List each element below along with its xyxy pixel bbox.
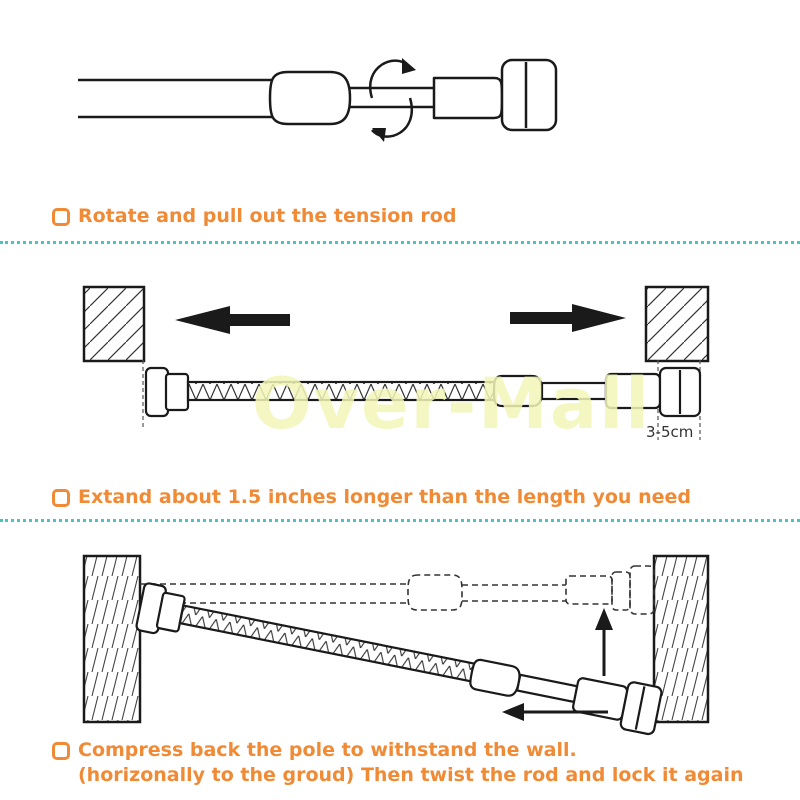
left-sleeve bbox=[164, 372, 190, 412]
inner-rod bbox=[350, 86, 434, 109]
step1-panel: Rotate and pull out the tension rod bbox=[0, 0, 800, 240]
right-wall bbox=[644, 285, 710, 363]
right-wall bbox=[652, 554, 710, 724]
left-wall bbox=[82, 285, 146, 363]
joint-collar bbox=[469, 658, 521, 697]
divider-2 bbox=[0, 519, 800, 522]
watermark: Over-Mall bbox=[252, 363, 652, 445]
end-sleeve bbox=[432, 76, 504, 120]
extend-illustration bbox=[82, 285, 710, 440]
measure-label: 3-5cm bbox=[646, 423, 694, 441]
step1-text: Rotate and pull out the tension rod bbox=[78, 205, 457, 227]
step2-caption: Extand about 1.5 inches longer than the … bbox=[52, 485, 691, 510]
step1-bullet-icon bbox=[52, 208, 70, 226]
divider-1 bbox=[0, 241, 800, 244]
left-arrow-icon bbox=[175, 306, 290, 334]
rotate-illustration bbox=[78, 58, 558, 142]
step2-text: Extand about 1.5 inches longer than the … bbox=[78, 486, 691, 508]
arrowhead-bottom-icon bbox=[372, 128, 386, 142]
step3-line1: Compress back the pole to withstand the … bbox=[78, 739, 577, 761]
step2-bullet-icon bbox=[52, 489, 70, 507]
left-push-arrow-icon bbox=[502, 703, 608, 721]
end-cap bbox=[500, 58, 558, 132]
right-arrow-icon bbox=[510, 304, 626, 332]
left-wall bbox=[82, 554, 142, 724]
step2-panel: Over-Mall 3-5cm Extand about 1.5 inches … bbox=[0, 244, 800, 520]
compress-illustration bbox=[82, 554, 710, 736]
step3-text-block: Compress back the pole to withstand the … bbox=[78, 738, 744, 788]
step3-bullet-icon bbox=[52, 742, 70, 760]
arrowhead-top-icon bbox=[402, 58, 416, 74]
outer-tube bbox=[78, 78, 288, 119]
spring-tube bbox=[178, 604, 479, 684]
inner-rod bbox=[515, 673, 579, 704]
left-foot bbox=[144, 366, 170, 418]
right-sleeve bbox=[572, 677, 629, 721]
step3-panel: Compress back the pole to withstand the … bbox=[0, 522, 800, 800]
joint-collar bbox=[268, 70, 352, 126]
step1-caption: Rotate and pull out the tension rod bbox=[52, 204, 456, 229]
step3-caption: Compress back the pole to withstand the … bbox=[52, 738, 744, 788]
step3-line2: (horizonally to the groud) Then twist th… bbox=[78, 764, 744, 786]
up-arrow-icon bbox=[595, 608, 613, 676]
